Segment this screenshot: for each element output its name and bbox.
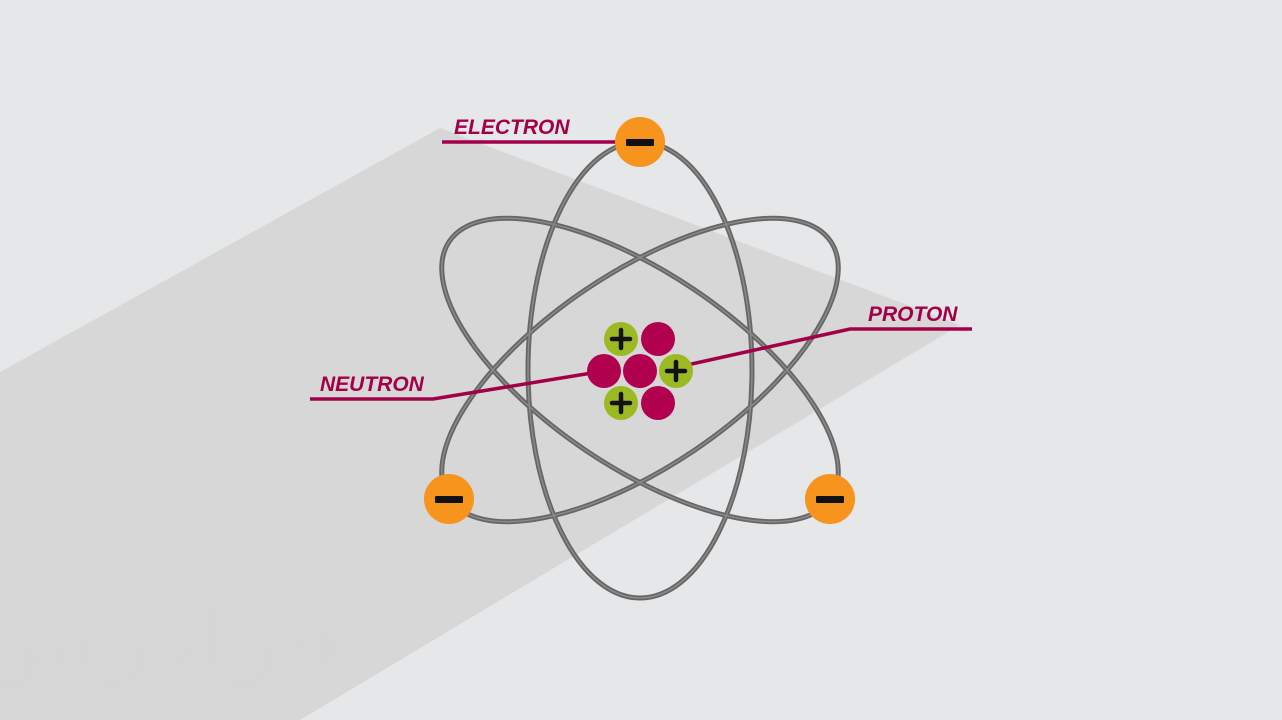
plus-sign-icon: [609, 391, 633, 415]
electron: [805, 474, 855, 524]
electron: [424, 474, 474, 524]
long-shadow: [0, 128, 960, 720]
neutron: [641, 386, 675, 420]
proton-label: PROTON: [868, 303, 958, 326]
proton: [659, 354, 693, 388]
minus-sign-icon: [626, 139, 654, 146]
neutron: [623, 354, 657, 388]
proton-leader-line: [677, 327, 972, 369]
nucleus: [587, 322, 693, 420]
neutron-leader-line: [310, 369, 605, 401]
watermark-logo: فرادرس: [0, 587, 344, 692]
plus-sign-icon: [609, 327, 633, 351]
electron-label: ELECTRON: [454, 116, 570, 139]
minus-sign-icon: [435, 496, 463, 503]
electron: [615, 117, 665, 167]
plus-sign-icon: [664, 359, 688, 383]
proton: [604, 386, 638, 420]
minus-sign-icon: [816, 496, 844, 503]
proton: [604, 322, 638, 356]
neutron-label: NEUTRON: [320, 373, 425, 396]
neutron: [587, 354, 621, 388]
neutron: [641, 322, 675, 356]
